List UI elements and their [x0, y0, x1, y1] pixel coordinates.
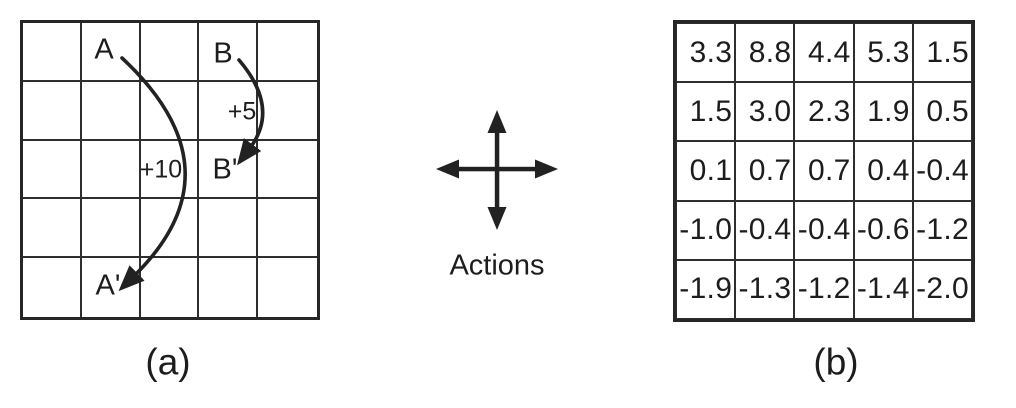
value-cell: 8.8 — [735, 23, 795, 83]
grid-cell — [23, 140, 82, 200]
right-arrowhead-icon — [535, 159, 558, 179]
value-cell: -2.0 — [912, 259, 972, 319]
grid-cell — [258, 199, 317, 259]
value-cell: 1.9 — [853, 82, 913, 142]
value-cell: 2.3 — [794, 82, 854, 142]
value-cell: -1.0 — [676, 200, 736, 260]
value-cell: 0.7 — [794, 141, 854, 201]
value-cell: 1.5 — [912, 23, 972, 83]
value-cell: 0.4 — [853, 141, 913, 201]
grid-cell — [258, 82, 317, 141]
grid-cell — [81, 81, 141, 141]
grid-cell — [140, 199, 200, 259]
state-a-label: A — [94, 33, 114, 66]
reward-plus5-label: +5 — [227, 97, 257, 126]
grid-cell — [140, 23, 200, 82]
up-arrowhead-icon — [487, 110, 507, 133]
reward-plus10-label: +10 — [139, 155, 183, 184]
value-cell: 0.7 — [735, 141, 795, 201]
actions-label: Actions — [449, 249, 545, 282]
state-a-prime-label: A' — [95, 269, 121, 302]
grid-cell — [199, 199, 259, 259]
value-cell: -1.2 — [794, 259, 854, 319]
grid-cell — [258, 258, 317, 317]
value-cell: -0.6 — [853, 200, 913, 260]
grid-cell — [23, 199, 82, 259]
grid-cell — [258, 141, 317, 200]
cross-horizontal-shaft — [452, 166, 542, 172]
value-cell: -0.4 — [794, 200, 854, 260]
grid-cell — [81, 199, 141, 259]
value-cell: -1.9 — [676, 259, 736, 319]
grid-cell — [23, 258, 82, 317]
value-cell: -1.2 — [912, 200, 972, 260]
cross-vertical-shaft — [494, 124, 500, 214]
value-cell: -0.4 — [735, 200, 795, 260]
caption-b: (b) — [813, 341, 859, 383]
state-b-prime-label: B' — [212, 153, 238, 186]
value-cell: 5.3 — [853, 23, 913, 83]
grid-cell — [23, 81, 82, 141]
value-cell: -0.4 — [912, 141, 972, 201]
grid-cell — [140, 81, 200, 141]
down-arrowhead-icon — [487, 207, 507, 230]
grid-cell — [199, 23, 259, 82]
grid-cell — [199, 258, 259, 317]
grid-cell — [81, 23, 141, 82]
caption-a: (a) — [145, 341, 191, 383]
value-cell: 1.5 — [676, 82, 736, 142]
value-cell: -1.4 — [853, 259, 913, 319]
actions-cross-icon — [436, 110, 558, 230]
value-cell: -1.3 — [735, 259, 795, 319]
grid-cell — [23, 23, 82, 82]
state-b-label: B — [213, 37, 233, 70]
value-cell: 4.4 — [794, 23, 854, 83]
value-cell: 0.5 — [912, 82, 972, 142]
value-cell: 0.1 — [676, 141, 736, 201]
grid-cell — [258, 23, 317, 82]
grid-cell — [141, 258, 200, 317]
value-cell: 3.3 — [676, 23, 736, 83]
left-arrowhead-icon — [436, 159, 459, 179]
grid-cell — [199, 140, 259, 200]
value-cell: 3.0 — [735, 82, 795, 142]
grid-cell — [81, 140, 141, 200]
